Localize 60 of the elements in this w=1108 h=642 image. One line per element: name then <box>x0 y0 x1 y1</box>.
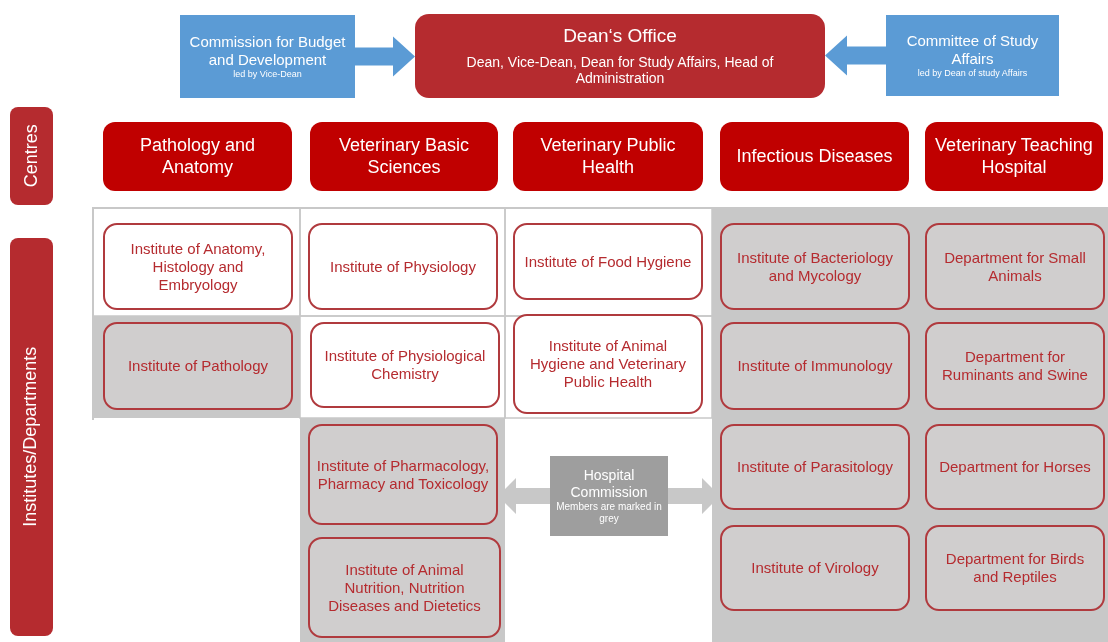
centre-box <box>720 122 909 191</box>
heading-text: Commission for Budget and Development <box>188 33 347 70</box>
heading-text: Centres <box>20 124 42 188</box>
heading-text: Pathology and Anatomy <box>138 134 257 179</box>
institute-box <box>308 537 501 638</box>
committee-box <box>180 15 355 98</box>
institute-box <box>310 322 500 408</box>
heading-text: Institute of Food Hygiene <box>524 252 692 271</box>
heading-text: Institute of Physiological Chemistry <box>323 347 487 383</box>
institute-box <box>925 424 1105 510</box>
heading-text: Institute of Virology <box>751 559 879 577</box>
note-text: Dean, Vice-Dean, Dean for Study Affairs, Head of Administration <box>465 53 775 88</box>
heading-text: Institute of Animal Nutrition, Nutrition Diseases and Dietetics <box>327 560 482 615</box>
institute-box <box>720 525 910 611</box>
heading-text: Institute of Anatomy, Histology and Embryology <box>129 239 267 294</box>
heading-text: Veterinary Teaching Hospital <box>934 134 1094 179</box>
institute-box <box>925 525 1105 611</box>
heading-text: Institute of Physiology <box>330 257 476 276</box>
institute-box <box>513 223 703 300</box>
heading-text: Institute of Parasitology <box>737 458 893 476</box>
heading-text: Department for Horses <box>939 458 1091 476</box>
centre-box <box>925 122 1103 191</box>
heading-text: Hospital Commission <box>569 467 649 501</box>
heading-text: Department for Small Animals <box>943 248 1087 285</box>
heading-text: Institute of Pathology <box>127 357 269 375</box>
arrow <box>825 35 886 76</box>
institute-box <box>720 424 910 510</box>
heading-text: Institute of Immunology <box>737 357 893 375</box>
institute-box <box>720 223 910 310</box>
heading-text: Institutes/Departments <box>20 346 42 528</box>
arrow <box>355 36 415 77</box>
note-text: Members are marked in grey <box>556 500 662 525</box>
institute-box <box>513 314 703 414</box>
heading-text: Department for Birds and Reptiles <box>944 550 1086 586</box>
committee-box <box>886 15 1059 96</box>
heading-text: Committee of Study Affairs <box>905 32 1040 69</box>
institute-box <box>925 322 1105 410</box>
institute-box <box>103 223 293 310</box>
centre-box <box>513 122 703 191</box>
row-label-band <box>10 107 53 205</box>
institute-box <box>925 223 1105 310</box>
heading-text: Department for Ruminants and Swine <box>941 348 1089 384</box>
heading-text: Institute of Bacteriology and Mycology <box>736 248 894 285</box>
heading-text: Veterinary Basic Sciences <box>337 134 471 179</box>
note-text: led by Vice-Dean <box>233 69 302 80</box>
centre-box <box>310 122 498 191</box>
office-box <box>415 14 825 98</box>
institute-box <box>308 424 498 525</box>
institute-box <box>720 322 910 410</box>
institute-box <box>308 223 498 310</box>
centre-box <box>103 122 292 191</box>
heading-text: Institute of Animal Hygiene and Veterinary Public Health <box>529 337 687 391</box>
heading-text: Veterinary Public Health <box>539 134 677 179</box>
row-label-band <box>10 238 53 636</box>
note-text: led by Dean of study Affairs <box>917 68 1028 79</box>
institute-box <box>103 322 293 410</box>
heading-text: Infectious Diseases <box>736 145 893 168</box>
commission-box <box>550 456 668 536</box>
heading-text: Dean‘s Office <box>563 24 677 48</box>
heading-text: Institute of Pharmacology, Pharmacy and Toxicology <box>316 456 490 493</box>
